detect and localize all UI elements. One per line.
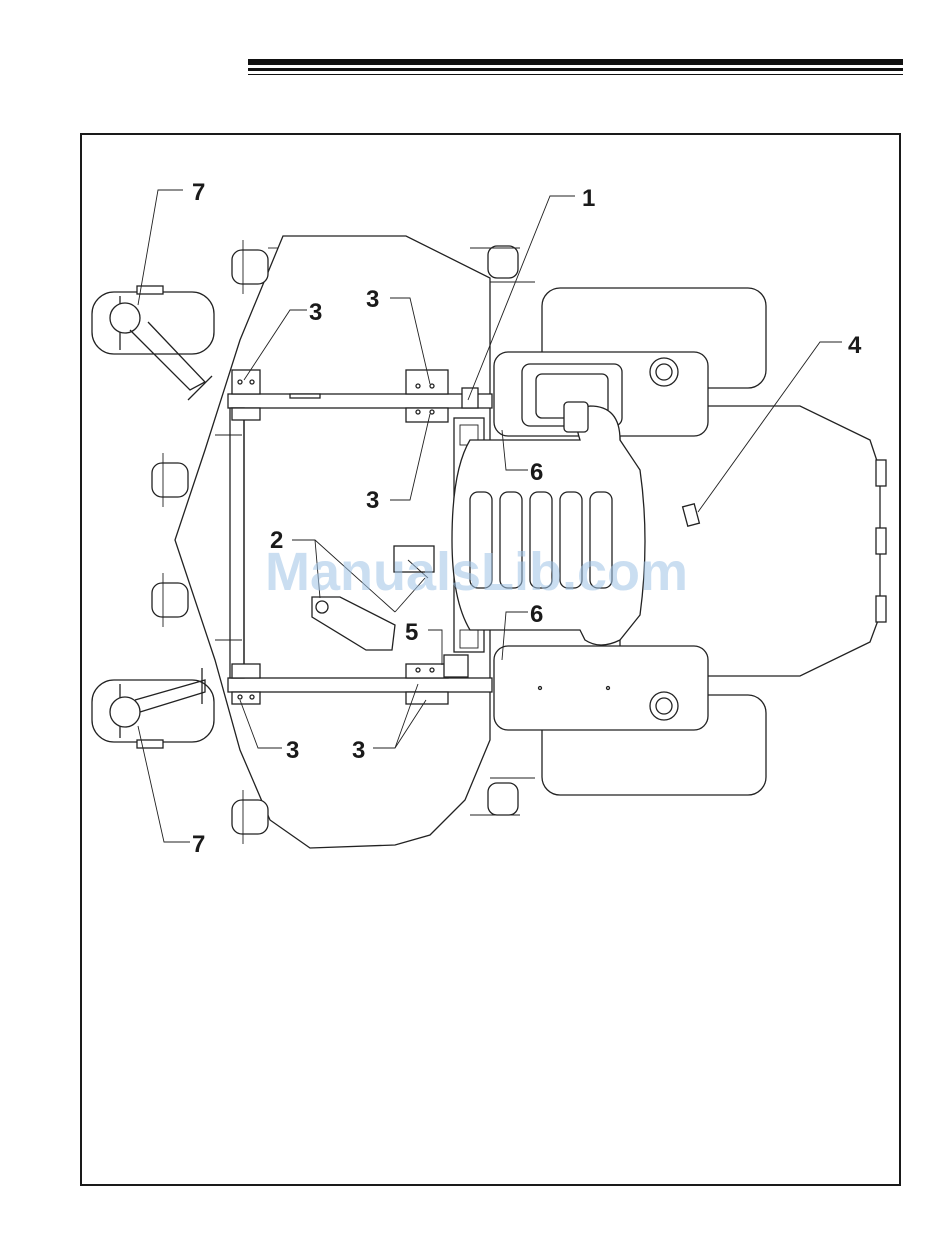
- callout-3-top-right: 3: [366, 286, 379, 313]
- fender-bottom: [494, 646, 708, 730]
- deck-wheel-top-left: [232, 240, 278, 294]
- callout-7-bottom: 7: [192, 831, 205, 858]
- callout-6-top: 6: [530, 459, 543, 486]
- deck-wheel-bottom-right: [470, 778, 535, 815]
- caster-wheel-bottom: [92, 668, 214, 748]
- deck-wheel-bottom-left: [232, 790, 268, 844]
- callout-4: 4: [848, 332, 862, 359]
- watermark: ManualsLib.com: [265, 542, 688, 602]
- deck-wheel-mid-left-1: [152, 453, 188, 507]
- callout-3-bottom-left: 3: [286, 737, 299, 764]
- deck-wheel-top-right: [470, 246, 535, 282]
- callout-3-mid: 3: [366, 487, 379, 514]
- caster-wheel-top: [92, 286, 214, 400]
- callout-3-top-left: 3: [309, 299, 322, 326]
- seat: [452, 402, 645, 645]
- callout-5: 5: [405, 619, 418, 646]
- tractor-body: [620, 406, 880, 676]
- callout-6-bottom: 6: [530, 601, 543, 628]
- callout-1: 1: [582, 185, 595, 212]
- callout-3-bottom-right: 3: [352, 737, 365, 764]
- callout-7-top: 7: [192, 179, 205, 206]
- deck-wheel-mid-left-2: [152, 573, 188, 627]
